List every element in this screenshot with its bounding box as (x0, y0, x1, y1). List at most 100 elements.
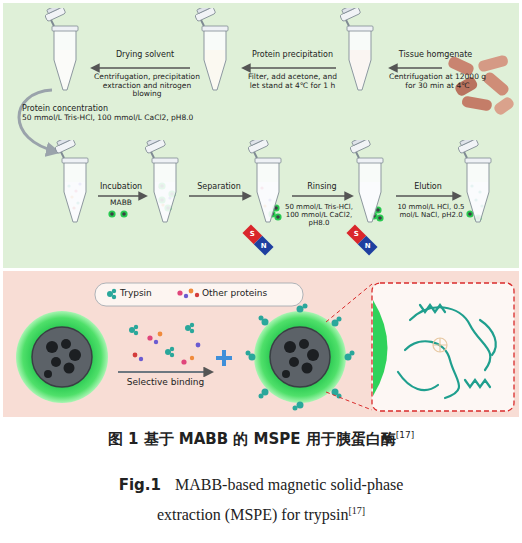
mabb-bead-bound (350, 351, 355, 356)
tissue-pieces (461, 95, 492, 111)
magnetic-beads (108, 210, 115, 217)
top-panel (3, 3, 519, 268)
mabb-bead (46, 341, 58, 353)
free-proteins (134, 325, 138, 329)
zoom-inset (326, 283, 514, 411)
step-label: Tissue homgenate (388, 50, 483, 59)
magnetic-beads (376, 214, 383, 221)
reagent-label: MABB (98, 199, 144, 208)
legend-box (189, 289, 194, 294)
magnet-pole: N (259, 241, 269, 251)
magnetic-beads (120, 210, 127, 217)
magnet (346, 224, 377, 255)
figure-caption-english: MABB-based magnetic solid-phase extracti… (157, 476, 403, 523)
plus-sign (216, 350, 232, 366)
mabb-bead-bound (299, 339, 309, 349)
magnet (358, 236, 378, 256)
top-panel (3, 3, 519, 268)
magnet (254, 236, 274, 256)
flow-arrows (390, 67, 442, 69)
legend-box (112, 295, 116, 299)
mabb-bead-bound (297, 402, 304, 409)
free-proteins (158, 332, 163, 337)
step-label: Protein precipitation (245, 50, 340, 59)
flow-arrows (243, 67, 336, 69)
flow-arrows (189, 195, 250, 197)
caption-line: Fig.1MABB-based magnetic solid-phase ext… (96, 470, 426, 530)
tissue-pieces (492, 95, 515, 116)
mabb-bead (64, 363, 75, 374)
mabb-bead-bound (282, 339, 319, 378)
reference-mark: [17] (396, 430, 414, 440)
mabb-bead-bound (284, 341, 296, 353)
zoom-inset (398, 372, 438, 390)
condition-note: Centrifugation at 12000 g for 30 min at … (385, 73, 490, 90)
free-proteins (134, 331, 138, 335)
flow-arrows (92, 67, 190, 69)
magnet-pole: S (351, 229, 361, 239)
buffer-note: 10 mmol/L HCl, 0.5 mol/L NaCl, pH2.0 (396, 203, 466, 219)
legend-box (95, 283, 303, 306)
mabb-bead-bound (259, 394, 264, 399)
magnet-pole: N (363, 241, 373, 251)
step-label: Rinsing (292, 182, 352, 191)
step-label: Separation (186, 182, 252, 191)
free-proteins (196, 343, 201, 348)
figure-caption: 图 1 基于 MABB 的 MSPE 用于胰蛋白酶 (108, 430, 396, 448)
free-proteins (190, 329, 194, 333)
magnet (242, 224, 273, 255)
mabb-bead-bound (254, 311, 346, 403)
mabb-bead (44, 370, 52, 378)
flow-arrows (92, 67, 442, 69)
zoom-inset (326, 392, 372, 410)
free-proteins (190, 323, 194, 327)
tube-outlines (348, 135, 383, 222)
zoom-inset (373, 300, 388, 396)
mabb-bead-bound (297, 306, 304, 313)
free-proteins (147, 335, 152, 340)
figure-number: Fig.1 (119, 476, 161, 494)
process-label: Selective binding (118, 377, 213, 387)
magnet-pole: S (247, 229, 257, 239)
mabb-bead-bound (303, 304, 308, 309)
binding-arrow (118, 372, 212, 373)
legend-box (107, 289, 116, 299)
zoom-inset (372, 283, 514, 411)
mabb-bead-bound (282, 370, 290, 378)
bottom-panel (3, 271, 519, 417)
mabb-bead (61, 339, 71, 349)
free-proteins (133, 353, 138, 358)
mabb-bead (69, 349, 81, 361)
tube-outlines (246, 135, 281, 222)
mabb-bead (32, 327, 92, 387)
tube-row-1 (43, 3, 373, 90)
step-label: Incubation (90, 182, 152, 191)
tissue-pieces (477, 54, 509, 72)
bottom-panel (3, 271, 519, 417)
free-proteins (181, 359, 186, 364)
step-label: Elution (398, 182, 458, 191)
mabb-bead (51, 357, 61, 367)
step-label: Protein concentration (22, 104, 162, 113)
legend-box (95, 283, 303, 306)
condition-note: Filter, add acetone, and let stand at 4℃… (245, 73, 340, 90)
flow-arrows (98, 195, 460, 197)
legend-box (195, 293, 199, 297)
mabb-bead-bound (289, 357, 299, 367)
reference-mark: [17] (348, 505, 365, 516)
condition-note: Centrifugation, precipitation extraction… (92, 73, 202, 99)
mabb-bead (16, 311, 108, 403)
free-proteins (190, 356, 194, 360)
free-proteins (154, 340, 158, 344)
free-proteins (129, 323, 194, 357)
mabb-bead-bound (270, 327, 330, 387)
mabb-bead-bound (337, 317, 342, 322)
plus-sign (216, 350, 232, 366)
buffer-note: 50 mmol/L Tris-HCl, 100 mmol/L CaCl2, pH… (22, 114, 252, 123)
zoom-inset (433, 338, 447, 352)
zoom-inset (398, 305, 496, 398)
zoom-inset (465, 380, 490, 387)
mabb-bead (44, 339, 81, 378)
free-proteins (129, 323, 200, 365)
